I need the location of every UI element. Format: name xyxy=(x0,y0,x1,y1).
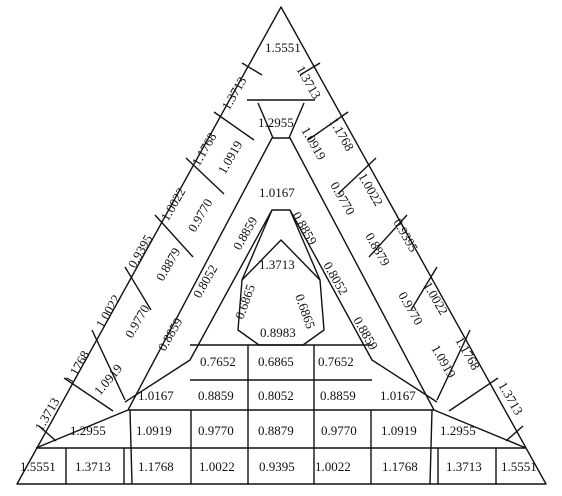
svg-text:1.0167: 1.0167 xyxy=(138,388,174,403)
svg-text:0.9395: 0.9395 xyxy=(259,459,295,474)
svg-text:1.1768: 1.1768 xyxy=(138,459,174,474)
svg-text:1.0167: 1.0167 xyxy=(380,388,416,403)
svg-text:1.5551: 1.5551 xyxy=(20,459,56,474)
svg-text:1.0167: 1.0167 xyxy=(259,185,295,200)
svg-text:0.7652: 0.7652 xyxy=(200,354,236,369)
values: 1.5551 0.8983 1.2955 1.0167 1.3713 0.686… xyxy=(20,40,537,474)
svg-text:0.8859: 0.8859 xyxy=(350,314,381,352)
inner-boundary-1 xyxy=(35,137,527,449)
svg-text:1.3713: 1.3713 xyxy=(293,63,324,101)
svg-text:0.9770: 0.9770 xyxy=(321,423,357,438)
svg-text:0.6865: 0.6865 xyxy=(258,354,294,369)
svg-text:1.3713: 1.3713 xyxy=(446,459,482,474)
svg-text:1.1768: 1.1768 xyxy=(189,130,220,168)
apex-value: 1.5551 xyxy=(265,40,301,55)
svg-text:1.0919: 1.0919 xyxy=(298,124,329,162)
svg-text:0.8859: 0.8859 xyxy=(198,388,234,403)
svg-text:0.8879: 0.8879 xyxy=(258,423,294,438)
svg-text:0.6865: 0.6865 xyxy=(292,292,318,331)
svg-text:1.3713: 1.3713 xyxy=(495,379,526,417)
svg-text:0.9770: 0.9770 xyxy=(122,302,153,340)
svg-text:1.0919: 1.0919 xyxy=(136,423,172,438)
svg-text:0.6865: 0.6865 xyxy=(232,282,258,321)
svg-text:0.8052: 0.8052 xyxy=(258,388,294,403)
svg-text:1.1768: 1.1768 xyxy=(326,115,357,153)
svg-text:0.7652: 0.7652 xyxy=(318,354,354,369)
svg-text:0.8859: 0.8859 xyxy=(289,209,320,247)
svg-text:1.3713: 1.3713 xyxy=(219,74,250,112)
svg-text:1.0022: 1.0022 xyxy=(93,292,124,330)
svg-text:1.1768: 1.1768 xyxy=(62,348,93,386)
svg-text:1.0919: 1.0919 xyxy=(91,361,125,398)
svg-text:1.2955: 1.2955 xyxy=(440,423,476,438)
inner-boundary-2 xyxy=(124,209,438,403)
svg-text:1.3713: 1.3713 xyxy=(32,395,63,433)
svg-text:0.9770: 0.9770 xyxy=(185,196,216,234)
triangle-grid xyxy=(16,6,547,485)
svg-text:1.0919: 1.0919 xyxy=(381,423,417,438)
svg-text:1.0022: 1.0022 xyxy=(420,279,451,317)
svg-text:0.9770: 0.9770 xyxy=(198,423,234,438)
svg-text:1.3713: 1.3713 xyxy=(259,257,295,272)
svg-text:1.2955: 1.2955 xyxy=(70,423,106,438)
svg-text:0.9770: 0.9770 xyxy=(395,289,426,327)
svg-text:1.0022: 1.0022 xyxy=(315,459,351,474)
svg-text:1.2955: 1.2955 xyxy=(258,115,294,130)
svg-text:0.8052: 0.8052 xyxy=(320,259,351,297)
svg-text:1.1768: 1.1768 xyxy=(382,459,418,474)
svg-text:0.9770: 0.9770 xyxy=(327,179,358,217)
svg-text:0.8879: 0.8879 xyxy=(153,245,184,283)
svg-text:0.8052: 0.8052 xyxy=(190,262,221,300)
svg-text:0.8859: 0.8859 xyxy=(155,315,186,353)
svg-text:1.3713: 1.3713 xyxy=(75,459,111,474)
svg-text:1.0919: 1.0919 xyxy=(215,138,246,176)
svg-text:1.0022: 1.0022 xyxy=(199,459,235,474)
svg-text:1.1768: 1.1768 xyxy=(452,334,483,372)
center-value: 0.8983 xyxy=(260,325,296,340)
svg-text:0.9395: 0.9395 xyxy=(390,216,421,254)
svg-text:0.8859: 0.8859 xyxy=(320,388,356,403)
svg-text:1.0022: 1.0022 xyxy=(158,185,189,223)
svg-text:0.9395: 0.9395 xyxy=(125,232,156,270)
outer-triangle xyxy=(16,6,547,485)
svg-text:1.5551: 1.5551 xyxy=(501,459,537,474)
